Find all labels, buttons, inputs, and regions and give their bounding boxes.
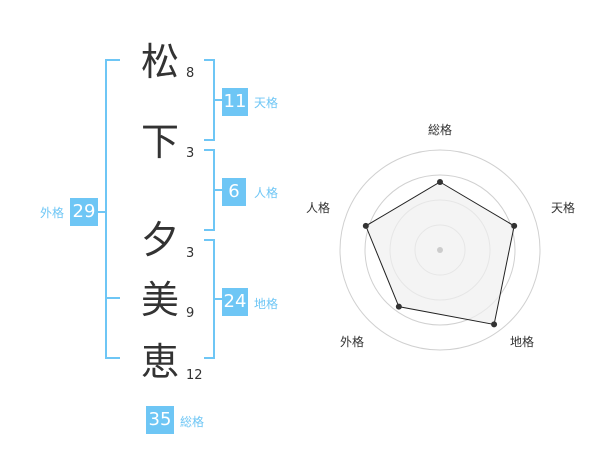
radar-label-jinkaku: 人格 (306, 201, 331, 215)
radar-ring-4 (339, 149, 541, 351)
gaikaku-bracket (105, 59, 120, 359)
radar-label-chikaku: 地格 (510, 335, 535, 349)
name-char-5: 恵 (140, 340, 179, 384)
radar-point-0 (437, 179, 443, 185)
radar-label-gaikaku: 外格 (340, 335, 365, 349)
tenkaku-label: 天格 (254, 96, 279, 110)
gaikaku-badge: 29 (70, 198, 98, 226)
radar-center (437, 247, 443, 253)
name-char-1: 松 (140, 40, 179, 84)
radar-ring-3 (364, 174, 516, 326)
radar-polygon (365, 181, 515, 326)
stroke-count-4: 9 (186, 306, 195, 321)
name-char-3: 夕 (140, 218, 179, 262)
stroke-count-5: 12 (186, 368, 203, 383)
stroke-count-1: 8 (186, 66, 195, 81)
jinkaku-badge: 6 (222, 178, 246, 206)
stroke-count-3: 3 (186, 246, 195, 261)
name-char-4: 美 (140, 278, 179, 322)
radar-point-3 (395, 303, 402, 310)
radar-label-tenkaku: 天格 (551, 201, 576, 215)
jinkaku-label: 人格 (254, 186, 279, 200)
chikaku-label: 地格 (254, 297, 279, 311)
tenkaku-badge: 11 (222, 88, 248, 116)
name-char-2: 下 (140, 120, 179, 164)
radar-point-2 (491, 321, 498, 328)
stroke-count-2: 3 (186, 146, 195, 161)
radar-point-1 (511, 222, 518, 229)
soukaku-label: 総格 (180, 415, 205, 429)
radar-point-4 (362, 222, 369, 229)
radar-label-soukaku: 総格 (428, 123, 453, 137)
soukaku-badge: 35 (146, 406, 174, 434)
chikaku-badge: 24 (222, 288, 248, 316)
gaikaku-label: 外格 (40, 206, 65, 220)
